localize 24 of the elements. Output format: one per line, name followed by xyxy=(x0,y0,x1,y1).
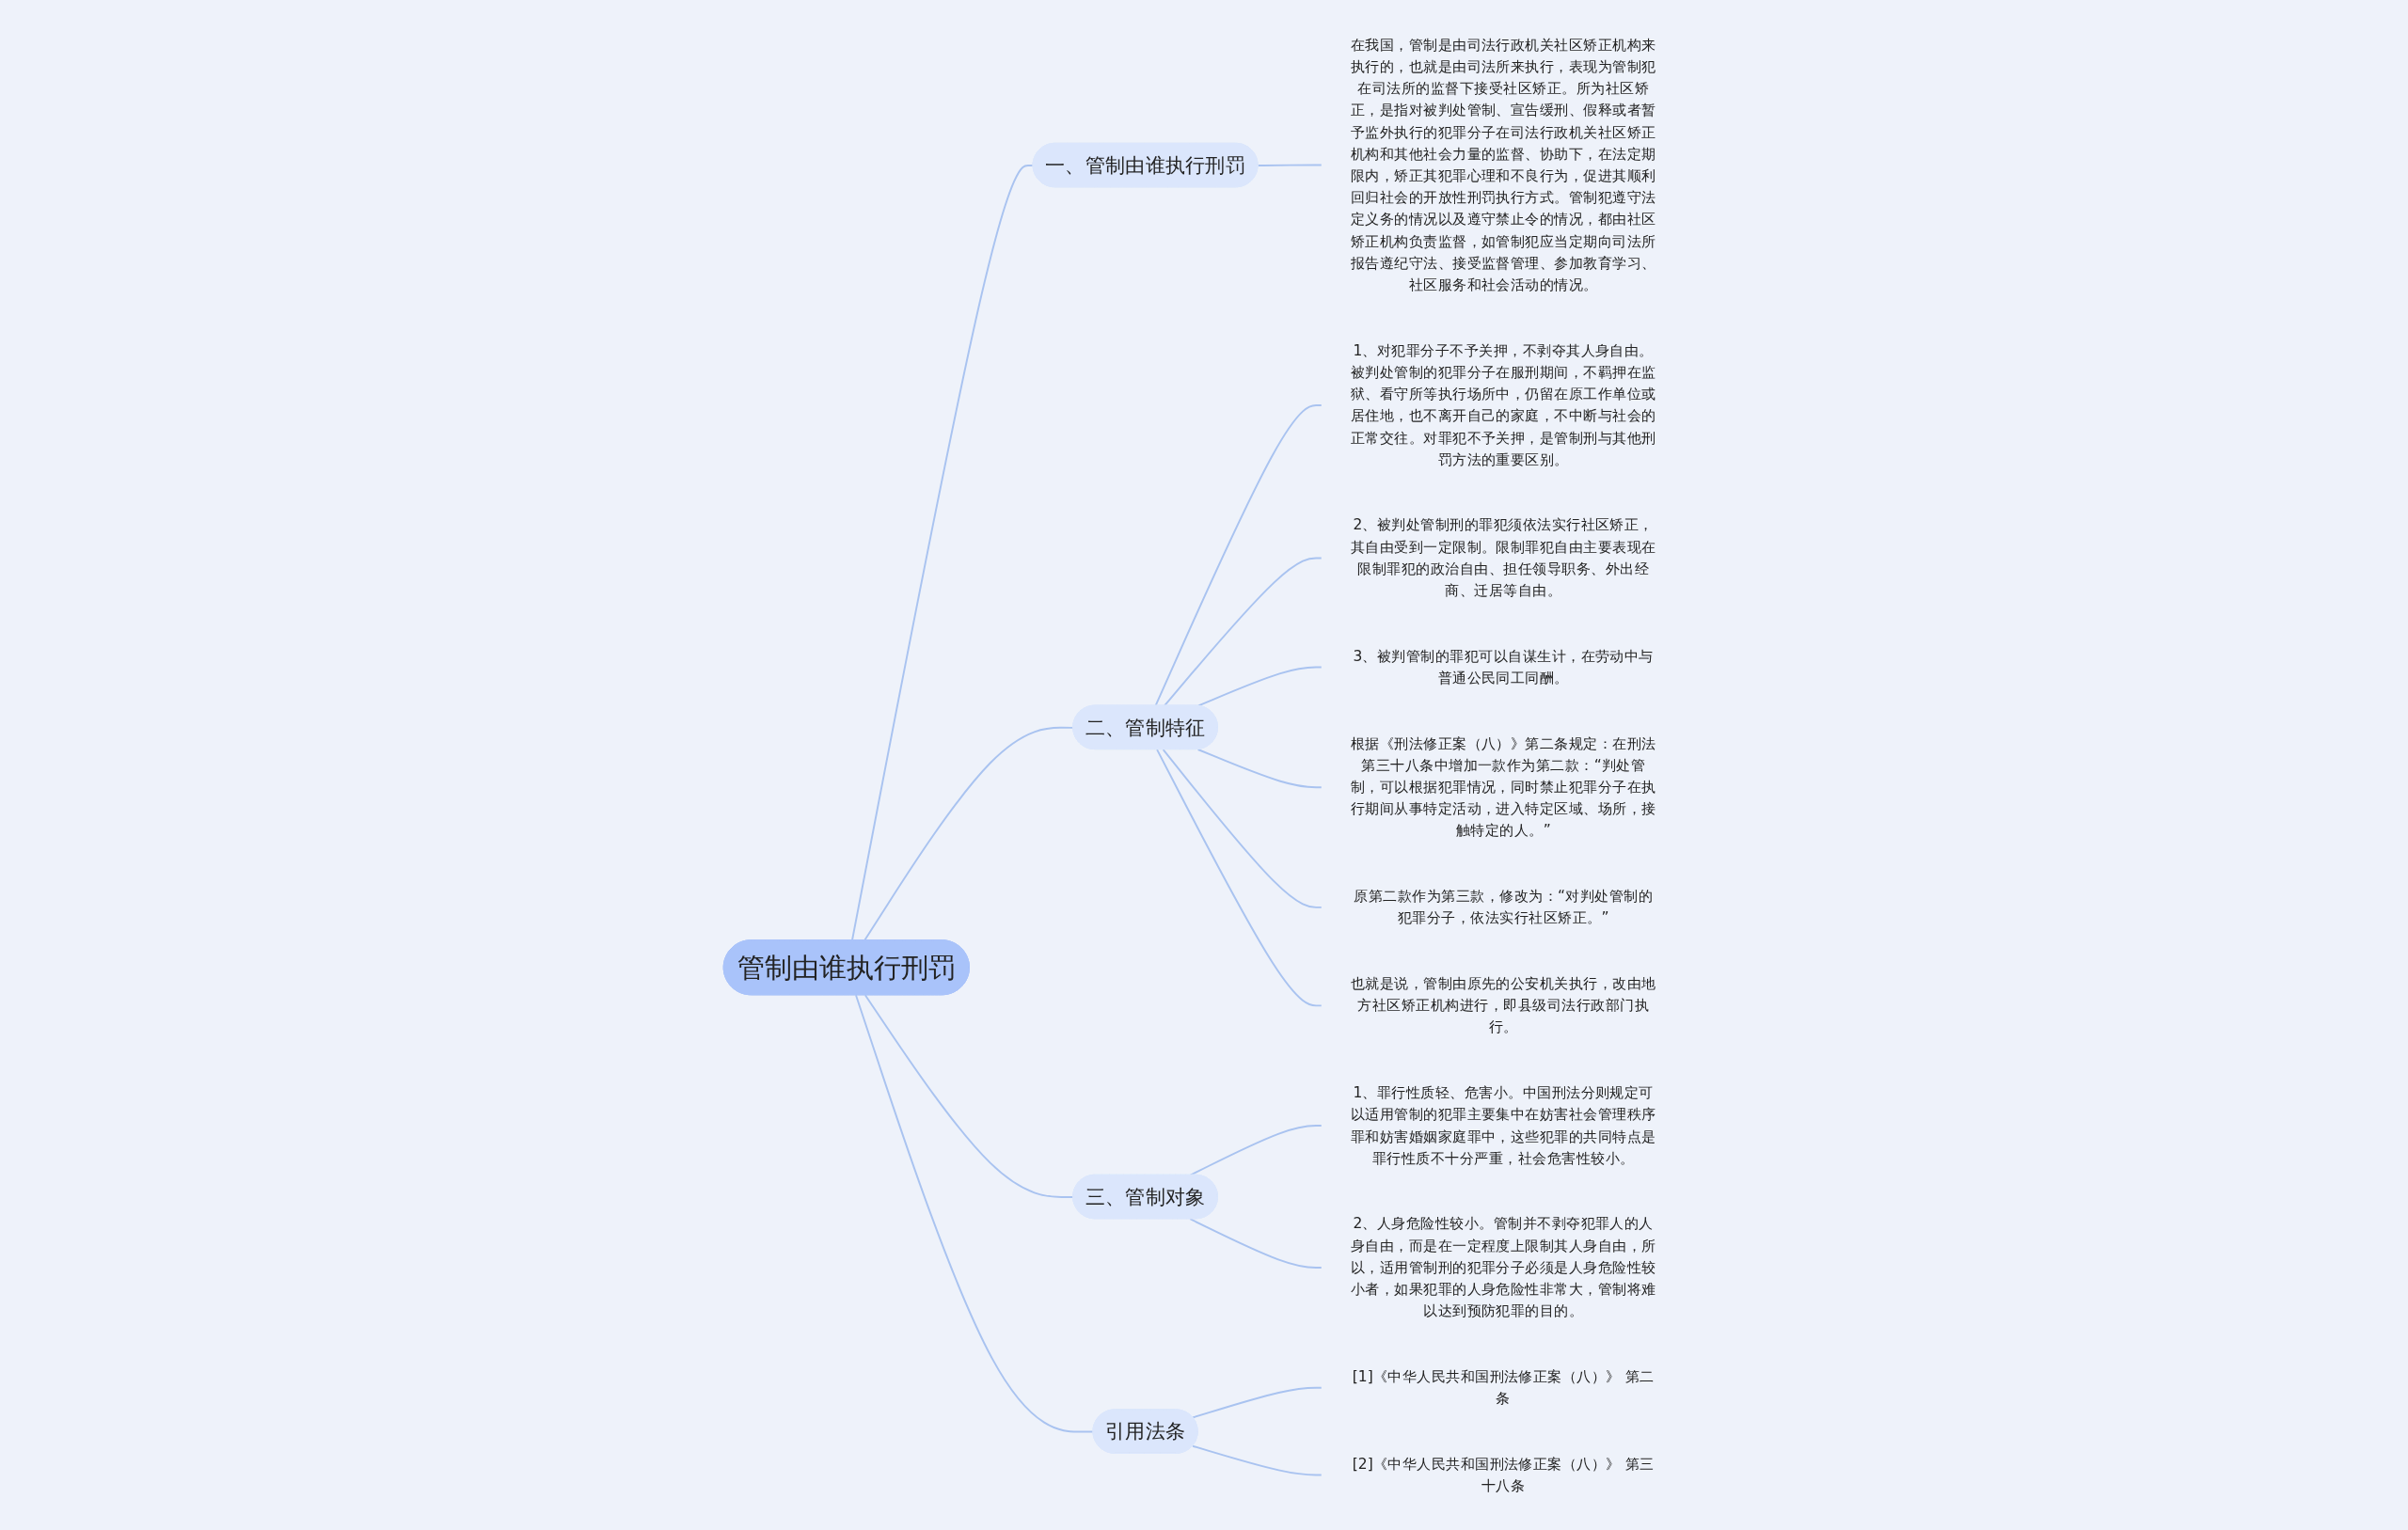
connector xyxy=(1188,1217,1323,1269)
connector xyxy=(863,993,1074,1198)
node-text: [2]《中华人民共和国刑法修正案（八）》 第三十八条 xyxy=(1352,1454,1655,1494)
connector xyxy=(1162,748,1323,908)
node-text: 也就是说，管制由原先的公安机关执行，改由地方社区矫正机构进行，即县级司法行政部门执行。 xyxy=(1350,973,1656,1035)
node-text: 根据《刑法修正案（八）》第二条规定：在刑法第三十八条中增加一款作为第二款：“判处管制，可以根据犯罪情况，同时禁止犯罪分子在执行期间从事特定活动，进入特定区域、场所，接触特定的人。” xyxy=(1350,733,1656,839)
connector xyxy=(854,993,1094,1433)
node-text: 1、对犯罪分子不予关押，不剥夺其人身自由。被判处管制的犯罪分子在服刑期间，不羁押在监狱、看守所等执行场所中，仍留在原工作单位或居住地，也不离开自己的家庭，不中断与社会的正常交往。对罪犯不予关押，是管制刑与其他刑罚方法的重要区别。 xyxy=(1350,340,1656,468)
node-text: 1、罪行性质轻、危害小。中国刑法分则规定可以适用管制的犯罪主要集中在妨害社会管理秩序罪和妨害婚姻家庭罪中，这些犯罪的共同特点是罪行性质不十分严重，社会危害性较小。 xyxy=(1350,1083,1656,1167)
connector xyxy=(863,726,1074,941)
node-text: [1]《中华人民共和国刑法修正案（八）》 第二条 xyxy=(1352,1366,1655,1407)
connector xyxy=(1163,556,1323,707)
node-text: 在我国，管制是由司法行政机关社区矫正机构来执行的，也就是由司法所来执行，表现为管制犯在司法所的监督下接受社区矫正。所为社区矫正，是指对被判处管制、宣告缓刑、假释或者暂予监外执行的犯罪分子在司法行政机关社区矫正机构和其他社会力量的监督、协助下，在法定期限内，矫正其犯罪心理和不良行为，促进其顺利回归社会的开放性刑罚执行方式。管制犯遵守法定义务的情况以及遵守禁止令的情况，都由社区矫正机构负责监督，如管制犯应当定期向司法所报告遵纪守法、接受监督管理、参加教育学习、社区服务和社会活动的情况。 xyxy=(1350,35,1656,293)
node-text: 2、被判处管制刑的罪犯须依法实行社区矫正，其自由受到一定限制。限制罪犯自由主要表现在限制罪犯的政治自由、担任领导职务、外出经商、迁居等自由。 xyxy=(1350,515,1656,599)
connector xyxy=(1196,666,1323,707)
connector xyxy=(1191,1386,1323,1418)
connector xyxy=(1257,164,1323,166)
connector xyxy=(1155,748,1323,1006)
connector xyxy=(1154,403,1323,707)
connector xyxy=(1196,748,1323,788)
node-text: 2、人身危险性较小。管制并不剥夺犯罪人的人身自由，而是在一定程度上限制其人身自由，所以，适用管制刑的犯罪分子必须是人身危险性较小者，如果犯罪的人身危险性非常大，管制将难以达到预防犯罪的目的。 xyxy=(1350,1214,1656,1319)
node-text: 3、被判管制的罪犯可以自谋生计，在劳动中与普通公民同工同酬。 xyxy=(1353,646,1654,686)
node-text: 原第二款作为第三款，修改为：“对判处管制的犯罪分子，依法实行社区矫正。” xyxy=(1353,887,1653,926)
connector xyxy=(1191,1444,1323,1475)
